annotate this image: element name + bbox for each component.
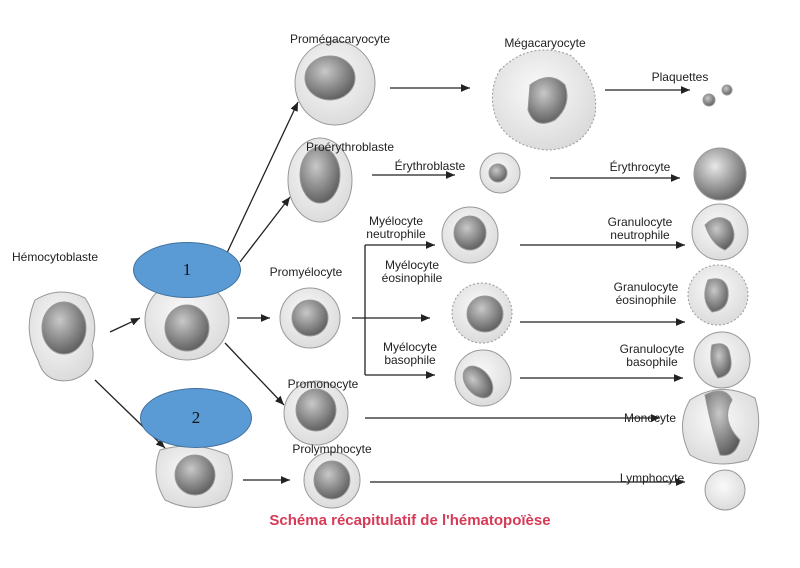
label-promonocyte: Promonocyte	[287, 377, 359, 391]
nucleus	[299, 146, 341, 204]
nucleus	[295, 388, 337, 432]
marker-1: 1	[133, 242, 241, 298]
nucleus	[704, 217, 735, 251]
label-granulocyte-basophile: Granulocyte basophile	[619, 342, 685, 369]
label-granulocyte-neutrophile: Granulocyte neutrophile	[607, 215, 673, 242]
label-myelocyte-eosinophile: Myélocyte éosinophile	[381, 258, 443, 285]
nucleus	[704, 390, 741, 456]
label-monocyte: Monocyte	[623, 411, 677, 425]
nucleus	[313, 460, 351, 500]
label-lymphocyte: Lymphocyte	[619, 471, 685, 485]
nucleus	[291, 299, 329, 337]
nucleus	[488, 163, 508, 183]
platelet	[702, 93, 716, 107]
nucleus	[710, 343, 732, 379]
label-erythrocyte: Érythrocyte	[609, 160, 671, 174]
cells	[28, 40, 760, 511]
erythrocyte-cell	[693, 147, 747, 201]
nucleus	[164, 304, 210, 352]
nucleus	[304, 55, 356, 101]
arrow	[224, 342, 285, 406]
label-promyelocyte: Promyélocyte	[269, 265, 343, 279]
label-megacaryocyte: Mégacaryocyte	[504, 36, 586, 50]
arrow	[225, 101, 299, 256]
marker-2: 2	[140, 388, 252, 448]
label-granulocyte-eosinophile: Granulocyte éosinophile	[613, 280, 679, 307]
nucleus	[704, 278, 729, 313]
marker-1-label: 1	[182, 260, 192, 279]
nucleus	[466, 295, 504, 333]
nucleus	[41, 301, 87, 355]
nucleus	[462, 365, 494, 399]
label-promegacaryocyte: Promégacaryocyte	[289, 32, 391, 46]
nucleus	[174, 454, 216, 496]
diagram-title: Schéma récapitulatif de l'hématopoïèse	[269, 512, 551, 529]
arrow	[239, 196, 291, 263]
label-erythroblaste: Érythroblaste	[394, 159, 466, 173]
label-myelocyte-basophile: Myélocyte basophile	[382, 340, 438, 367]
label-prolymphocyte: Prolymphocyte	[292, 442, 372, 456]
label-hemocytoblaste: Hémocytoblaste	[11, 250, 99, 264]
label-plaquettes: Plaquettes	[651, 70, 709, 84]
lymphocyte-cell	[704, 469, 746, 511]
nucleus	[527, 77, 568, 124]
marker-2-label: 2	[191, 408, 201, 427]
platelet	[721, 84, 733, 96]
label-myelocyte-neutrophile: Myélocyte neutrophile	[366, 214, 426, 241]
nucleus	[453, 215, 487, 251]
arrow	[109, 317, 141, 333]
label-proerythroblaste: Proérythroblaste	[305, 140, 395, 154]
